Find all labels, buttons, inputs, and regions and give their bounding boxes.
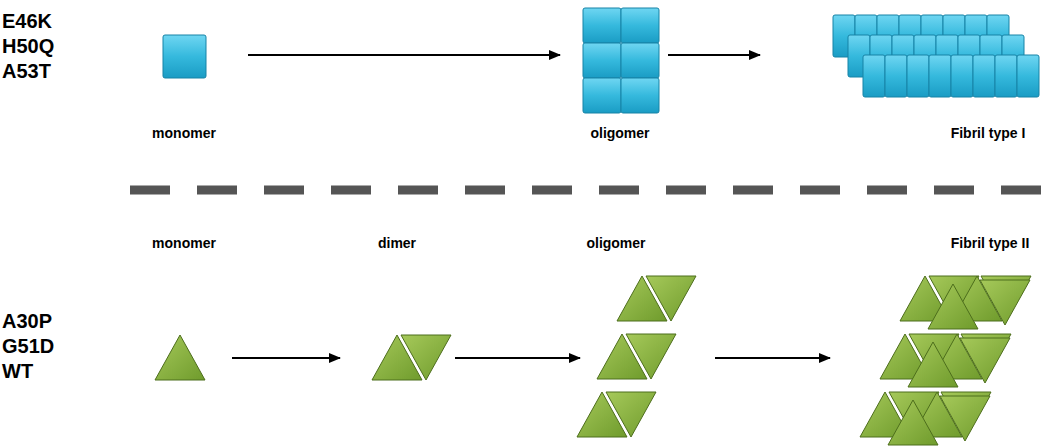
- triangle-unit: [401, 335, 451, 380]
- triangle-unit: [888, 400, 938, 445]
- triangle-unit: [980, 280, 1030, 325]
- square-unit: [929, 55, 951, 97]
- stage-label: monomer: [152, 126, 216, 141]
- stage-label: oligomer: [586, 236, 645, 251]
- stage-label: dimer: [378, 236, 416, 251]
- stage-label: Fibril type II: [951, 236, 1030, 251]
- triangle-unit: [155, 335, 205, 380]
- square-unit: [621, 8, 659, 43]
- divider-line: [130, 186, 1050, 195]
- variant-name: WT: [2, 360, 33, 382]
- square-unit: [163, 35, 206, 78]
- triangle-unit: [646, 276, 696, 321]
- variant-name: A53T: [2, 60, 51, 82]
- square-unit: [885, 55, 907, 97]
- square-unit: [583, 43, 621, 78]
- square-unit: [583, 78, 621, 113]
- square-unit: [583, 8, 621, 43]
- stage-label: monomer: [152, 236, 216, 251]
- triangle-unit: [908, 342, 958, 387]
- square-unit: [621, 78, 659, 113]
- stage-label: Fibril type I: [951, 126, 1026, 141]
- green-triangles: [155, 276, 1031, 445]
- square-unit: [907, 55, 929, 97]
- triangle-unit: [606, 392, 656, 437]
- triangle-unit: [928, 284, 978, 329]
- variant-name: H50Q: [2, 35, 54, 57]
- square-unit: [995, 55, 1017, 97]
- square-unit: [973, 55, 995, 97]
- square-unit: [863, 55, 885, 97]
- triangle-unit: [940, 396, 990, 441]
- variant-name: E46K: [2, 10, 52, 32]
- square-unit: [621, 43, 659, 78]
- variant-name: G51D: [2, 335, 54, 357]
- blue-squares: [163, 8, 1039, 113]
- triangle-unit: [626, 334, 676, 379]
- variant-name: A30P: [2, 310, 52, 332]
- arrows: [232, 55, 830, 358]
- stage-label: oligomer: [590, 126, 649, 141]
- triangle-unit: [960, 338, 1010, 383]
- square-unit: [951, 55, 973, 97]
- square-unit: [1017, 55, 1039, 97]
